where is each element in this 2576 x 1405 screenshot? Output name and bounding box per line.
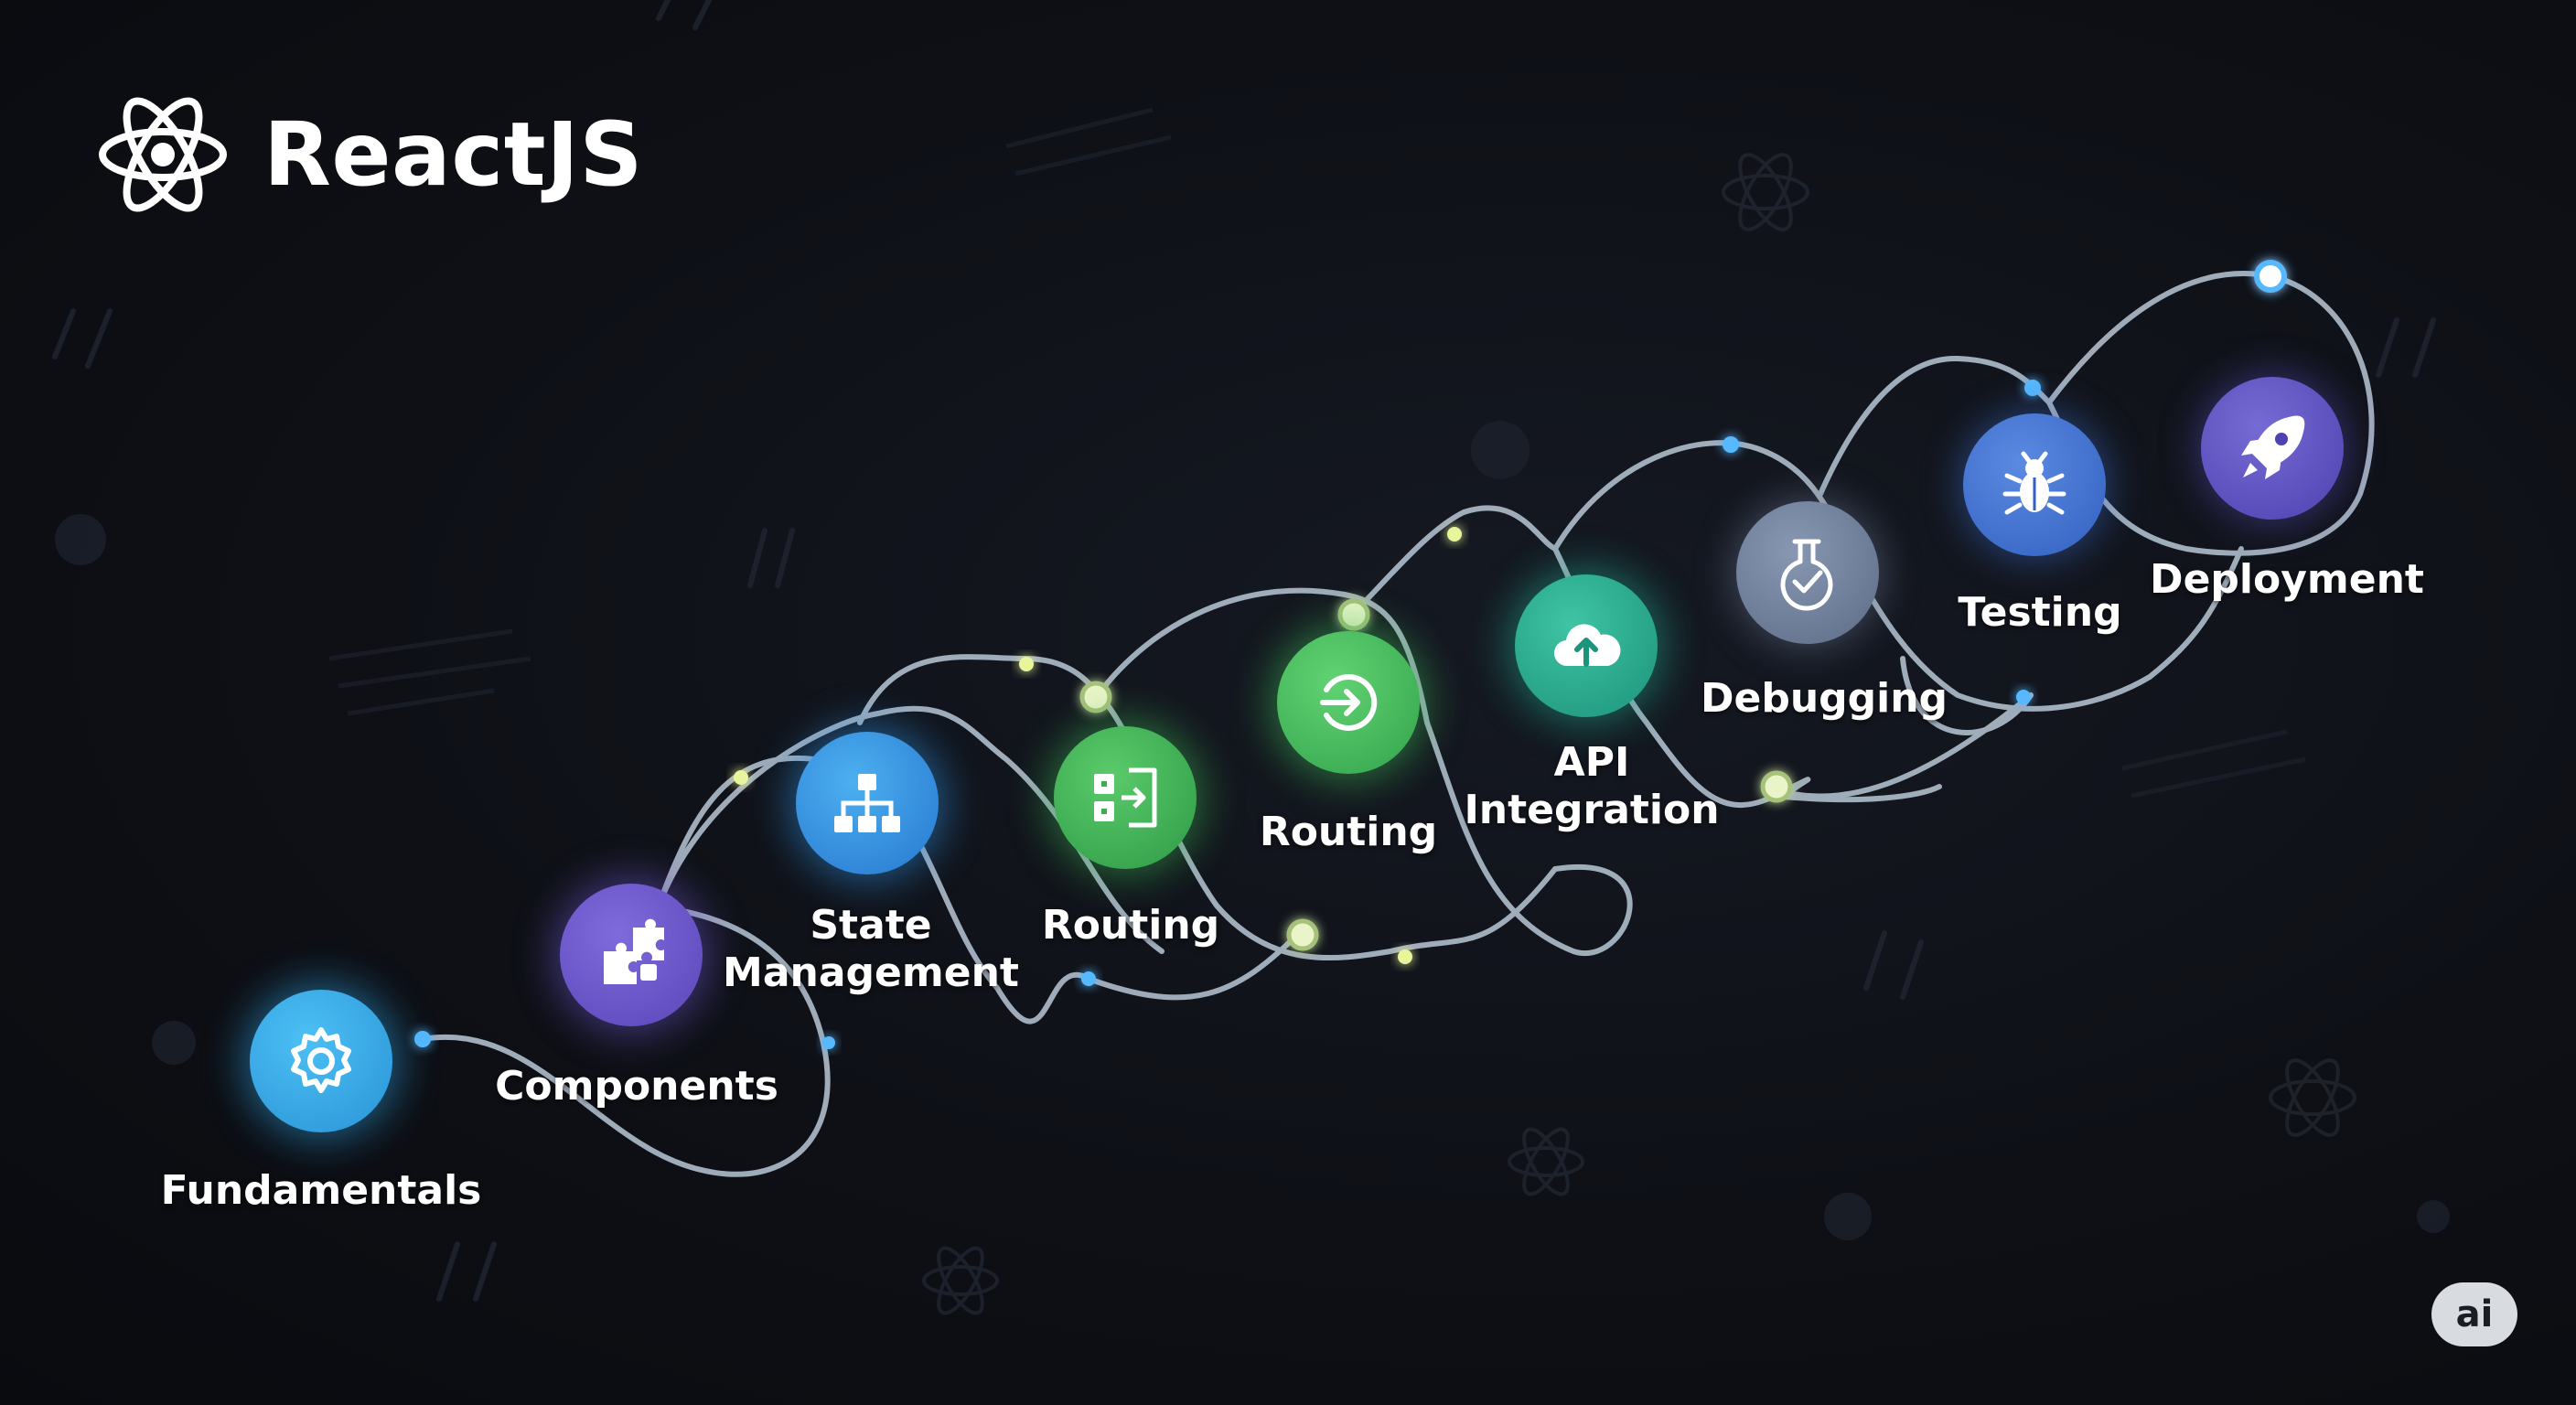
rocket-icon (2241, 415, 2305, 479)
puzzle-icon (604, 918, 664, 984)
step-node-routing-2[interactable] (1277, 631, 1420, 774)
glow-dot (414, 1031, 431, 1047)
route-arrow-icon (1320, 674, 1378, 731)
glow-dot (1079, 681, 1112, 713)
step-label-testing: Testing (1958, 589, 2122, 636)
step-node-testing[interactable] (1963, 413, 2106, 556)
step-label-fundamentals: Fundamentals (160, 1167, 482, 1214)
step-node-debugging[interactable] (1736, 501, 1879, 644)
step-node-api-integration[interactable] (1515, 574, 1658, 717)
glow-dot (1760, 770, 1793, 803)
path-glow-dots (414, 260, 2287, 1049)
step-node-components[interactable] (560, 884, 703, 1026)
step-label-components: Components (495, 1063, 778, 1110)
glow-dot (1081, 971, 1096, 986)
glow-dot (1286, 918, 1319, 951)
step-label-api-integration: API Integration (1464, 739, 1720, 833)
step-label-routing-2: Routing (1259, 809, 1438, 855)
step-node-deployment[interactable] (2201, 377, 2344, 520)
step-label-state-management: State Management (723, 902, 1019, 996)
step-label-debugging: Debugging (1700, 675, 1948, 722)
header: ReactJS (95, 95, 643, 214)
glow-dot (2024, 380, 2041, 396)
glow-dot (1447, 527, 1462, 542)
step-label-routing-1: Routing (1041, 902, 1220, 949)
glow-dot (734, 770, 748, 785)
hierarchy-icon (834, 774, 900, 832)
glow-dot (1723, 436, 1739, 453)
glow-dot (822, 1036, 835, 1049)
gear-icon (291, 1027, 351, 1093)
page-title: ReactJS (263, 103, 643, 206)
step-label-deployment: Deployment (2150, 556, 2424, 603)
glow-dot (1398, 949, 1412, 964)
glow-dot (2016, 690, 2031, 704)
step-node-fundamentals[interactable] (250, 990, 392, 1132)
step-node-state-management[interactable] (796, 732, 939, 874)
ai-badge: ai (2431, 1282, 2517, 1346)
cloud-upload-icon (1553, 624, 1621, 667)
step-node-routing-1[interactable] (1054, 726, 1197, 869)
react-atom-icon (99, 97, 227, 212)
flask-check-icon (1780, 539, 1833, 611)
glow-dot (1019, 657, 1034, 671)
glow-dot (2254, 260, 2287, 293)
split-arrow-icon (1094, 767, 1157, 828)
bug-icon (2002, 451, 2066, 515)
